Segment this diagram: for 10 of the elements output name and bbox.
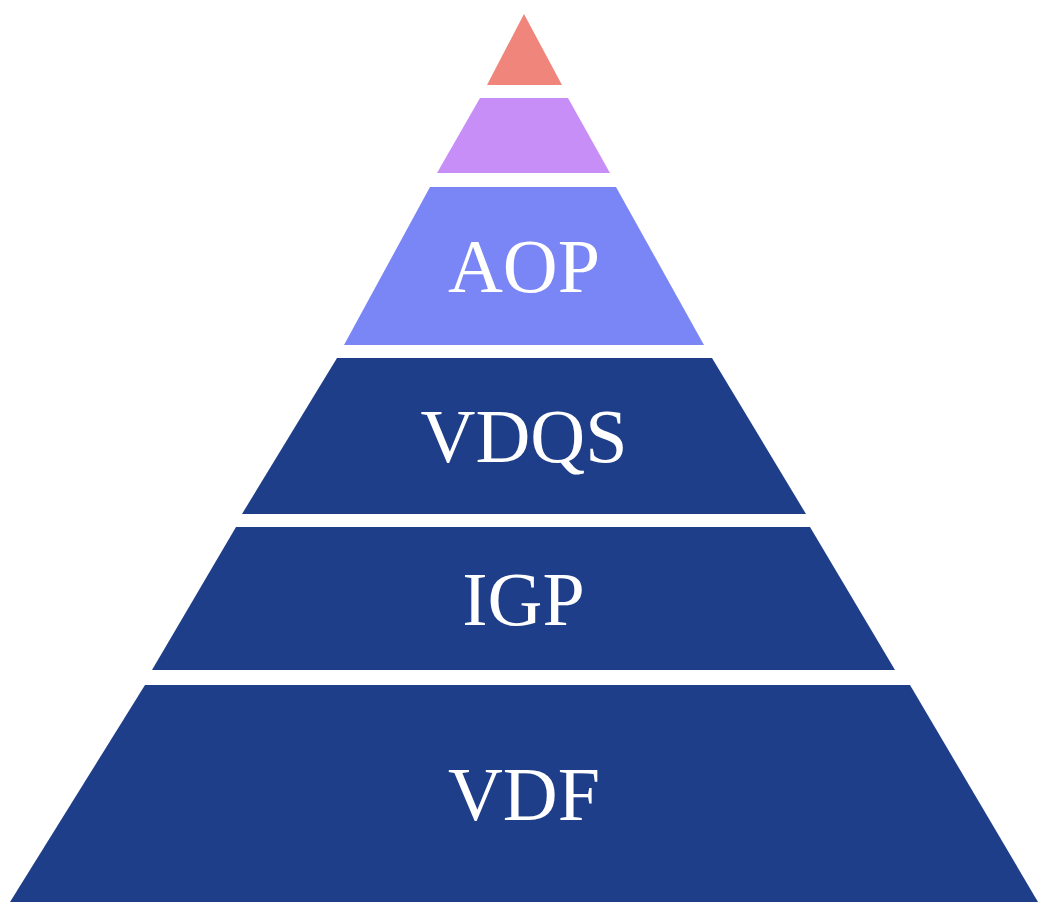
pyramid-tier (152, 527, 895, 670)
tier-label: VDQS (420, 398, 628, 474)
tier-label: AOP (447, 228, 600, 304)
pyramid-tier (344, 187, 704, 345)
pyramid-tier (437, 98, 610, 173)
pyramid-tier (10, 685, 1038, 902)
pyramid-apex (487, 14, 562, 85)
tier-label: VDF (447, 755, 600, 832)
pyramid-tier (242, 358, 806, 514)
tier-label: IGP (462, 560, 585, 637)
